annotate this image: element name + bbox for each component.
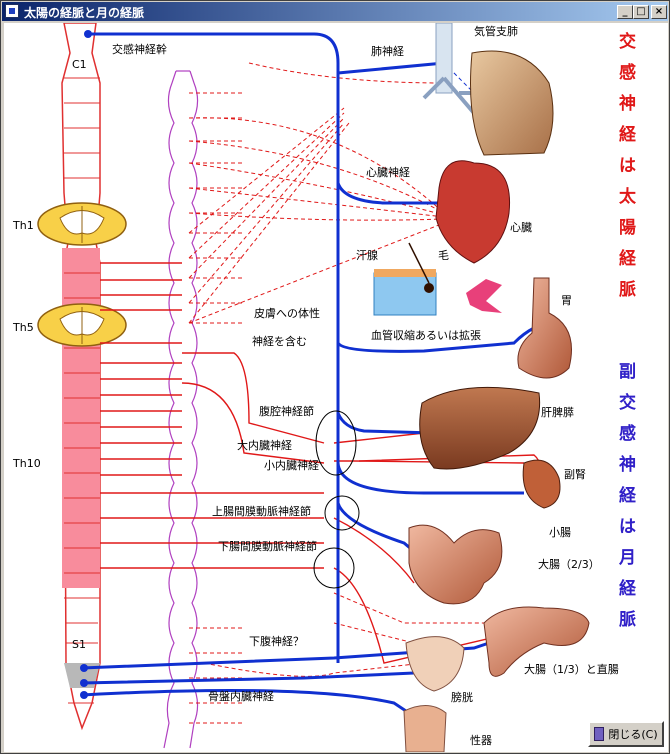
label-bronchus: 気管支肺 [474, 24, 518, 38]
label-th10: Th10 [12, 457, 41, 470]
label-c1: C1 [72, 58, 87, 71]
close-button-label: 閉じる(C) [608, 728, 658, 741]
superior-mesenteric-ganglion-circle [324, 495, 360, 531]
vagus-origin-dot [84, 30, 92, 38]
parasympathetic-heading: 副 交 感 神 経 は 月 経 脈 [618, 362, 637, 630]
heading-char: 月 [618, 548, 636, 568]
label-hypogastric: 下腹神経？ [249, 634, 304, 648]
heading-char: 感 [619, 423, 636, 444]
label-inferior-mesenteric: 下腸間膜動脈神経節 [218, 539, 317, 553]
label-s1: S1 [72, 638, 86, 651]
heading-char: 脈 [619, 279, 636, 300]
heading-char: 神 [619, 93, 636, 114]
bladder-illustration [405, 636, 465, 692]
close-window-button[interactable]: × [651, 5, 667, 19]
label-liver: 肝脾膵 [541, 405, 574, 419]
sacral-dot-3 [80, 691, 88, 699]
label-sympathetic-trunk: 交感神経幹 [112, 42, 167, 56]
label-large-intestine: 大腸（2/3） [538, 557, 600, 571]
label-sweat-gland: 汗腺 [356, 248, 378, 262]
lung-illustration [470, 50, 554, 156]
postganglionic-fibers [188, 62, 534, 724]
label-greater-splanchnic: 大内臓神経 [237, 438, 292, 452]
label-stomach: 胃 [561, 294, 572, 307]
thoracic-segment [62, 248, 100, 588]
app-icon [5, 4, 19, 18]
label-celiac-ganglion: 腹腔神経節 [259, 404, 314, 418]
label-th1: Th1 [12, 219, 34, 232]
heading-char: 経 [619, 248, 637, 269]
sacral-dot-2 [80, 679, 88, 687]
maximize-button[interactable]: □ [633, 5, 649, 19]
label-small-intestine: 小腸 [549, 526, 571, 539]
inferior-mesenteric-ganglion-circle [313, 547, 355, 589]
liver-illustration [419, 386, 541, 470]
label-superior-mesenteric: 上腸間膜動脈神経節 [212, 504, 311, 518]
label-nerve-incl: 神経を含む [252, 334, 307, 348]
heading-char: 副 [619, 362, 636, 382]
label-bladder: 膀胱 [451, 690, 473, 704]
sympathetic-chain [163, 70, 199, 749]
label-adrenal: 副腎 [564, 468, 586, 481]
heading-char: は [619, 517, 636, 537]
sacral-dot-1 [80, 664, 88, 672]
heading-char: 陽 [619, 218, 636, 238]
colon-illustration [483, 606, 590, 677]
heading-char: 経 [619, 485, 637, 506]
skin-illustration [373, 272, 437, 316]
celiac-ganglion-circle [315, 410, 357, 476]
cord-section-th1 [37, 202, 127, 246]
small-intestine-illustration [408, 524, 503, 605]
heading-char: 神 [619, 454, 636, 475]
nerve-diagram: 交感神経幹 C1 Th1 Th5 Th10 S1 肺神経 気管支肺 心臓神経 心… [12, 23, 637, 752]
cord-section-th5 [37, 303, 127, 347]
heading-char: 経 [619, 578, 637, 599]
close-button[interactable]: 閉じる(C) [588, 721, 664, 747]
heading-char: 経 [619, 124, 637, 145]
spinal-cord [61, 23, 101, 731]
label-genitals: 性器 [470, 733, 492, 747]
door-icon [594, 727, 605, 741]
heart-illustration [435, 160, 511, 264]
window-title: 太陽の経脈と月の経脈 [24, 6, 145, 20]
label-th5: Th5 [12, 321, 34, 334]
diagram-canvas: 交感神経幹 C1 Th1 Th5 Th10 S1 肺神経 気管支肺 心臓神経 心… [4, 23, 668, 752]
label-vaso: 血管収縮あるいは拡張 [371, 328, 481, 342]
ganglia [313, 410, 360, 589]
label-pelvic-splanchnic: 骨盤内臓神経 [208, 689, 274, 703]
sympathetic-fibers [100, 262, 545, 664]
vessel-illustration [466, 279, 502, 313]
stomach-illustration [517, 277, 572, 379]
title-bar[interactable]: 太陽の経脈と月の経脈 _ □ × [2, 2, 668, 21]
label-heart: 心臓 [510, 221, 532, 234]
label-skin-body: 皮膚への体性 [254, 306, 320, 320]
heading-char: 脈 [619, 609, 636, 630]
label-large-intestine-rectum: 大腸（1/3）と直腸 [524, 662, 619, 676]
sympathetic-heading: 交 感 神 経 は 太 陽 経 脈 [619, 31, 637, 300]
label-hair: 毛 [438, 249, 449, 262]
heading-char: は [619, 156, 636, 176]
heading-char: 交 [619, 31, 636, 52]
label-cardiac-nerve: 心臓神経 [366, 165, 410, 179]
label-lesser-splanchnic: 小内臓神経 [264, 458, 319, 472]
adrenal-illustration [522, 459, 561, 509]
label-pulmonary-nerve: 肺神経 [371, 44, 404, 58]
heading-char: 太 [619, 186, 637, 207]
heading-char: 感 [619, 62, 636, 83]
heading-char: 交 [619, 392, 636, 413]
genitals-illustration [403, 705, 447, 752]
minimize-button[interactable]: _ [617, 5, 633, 19]
